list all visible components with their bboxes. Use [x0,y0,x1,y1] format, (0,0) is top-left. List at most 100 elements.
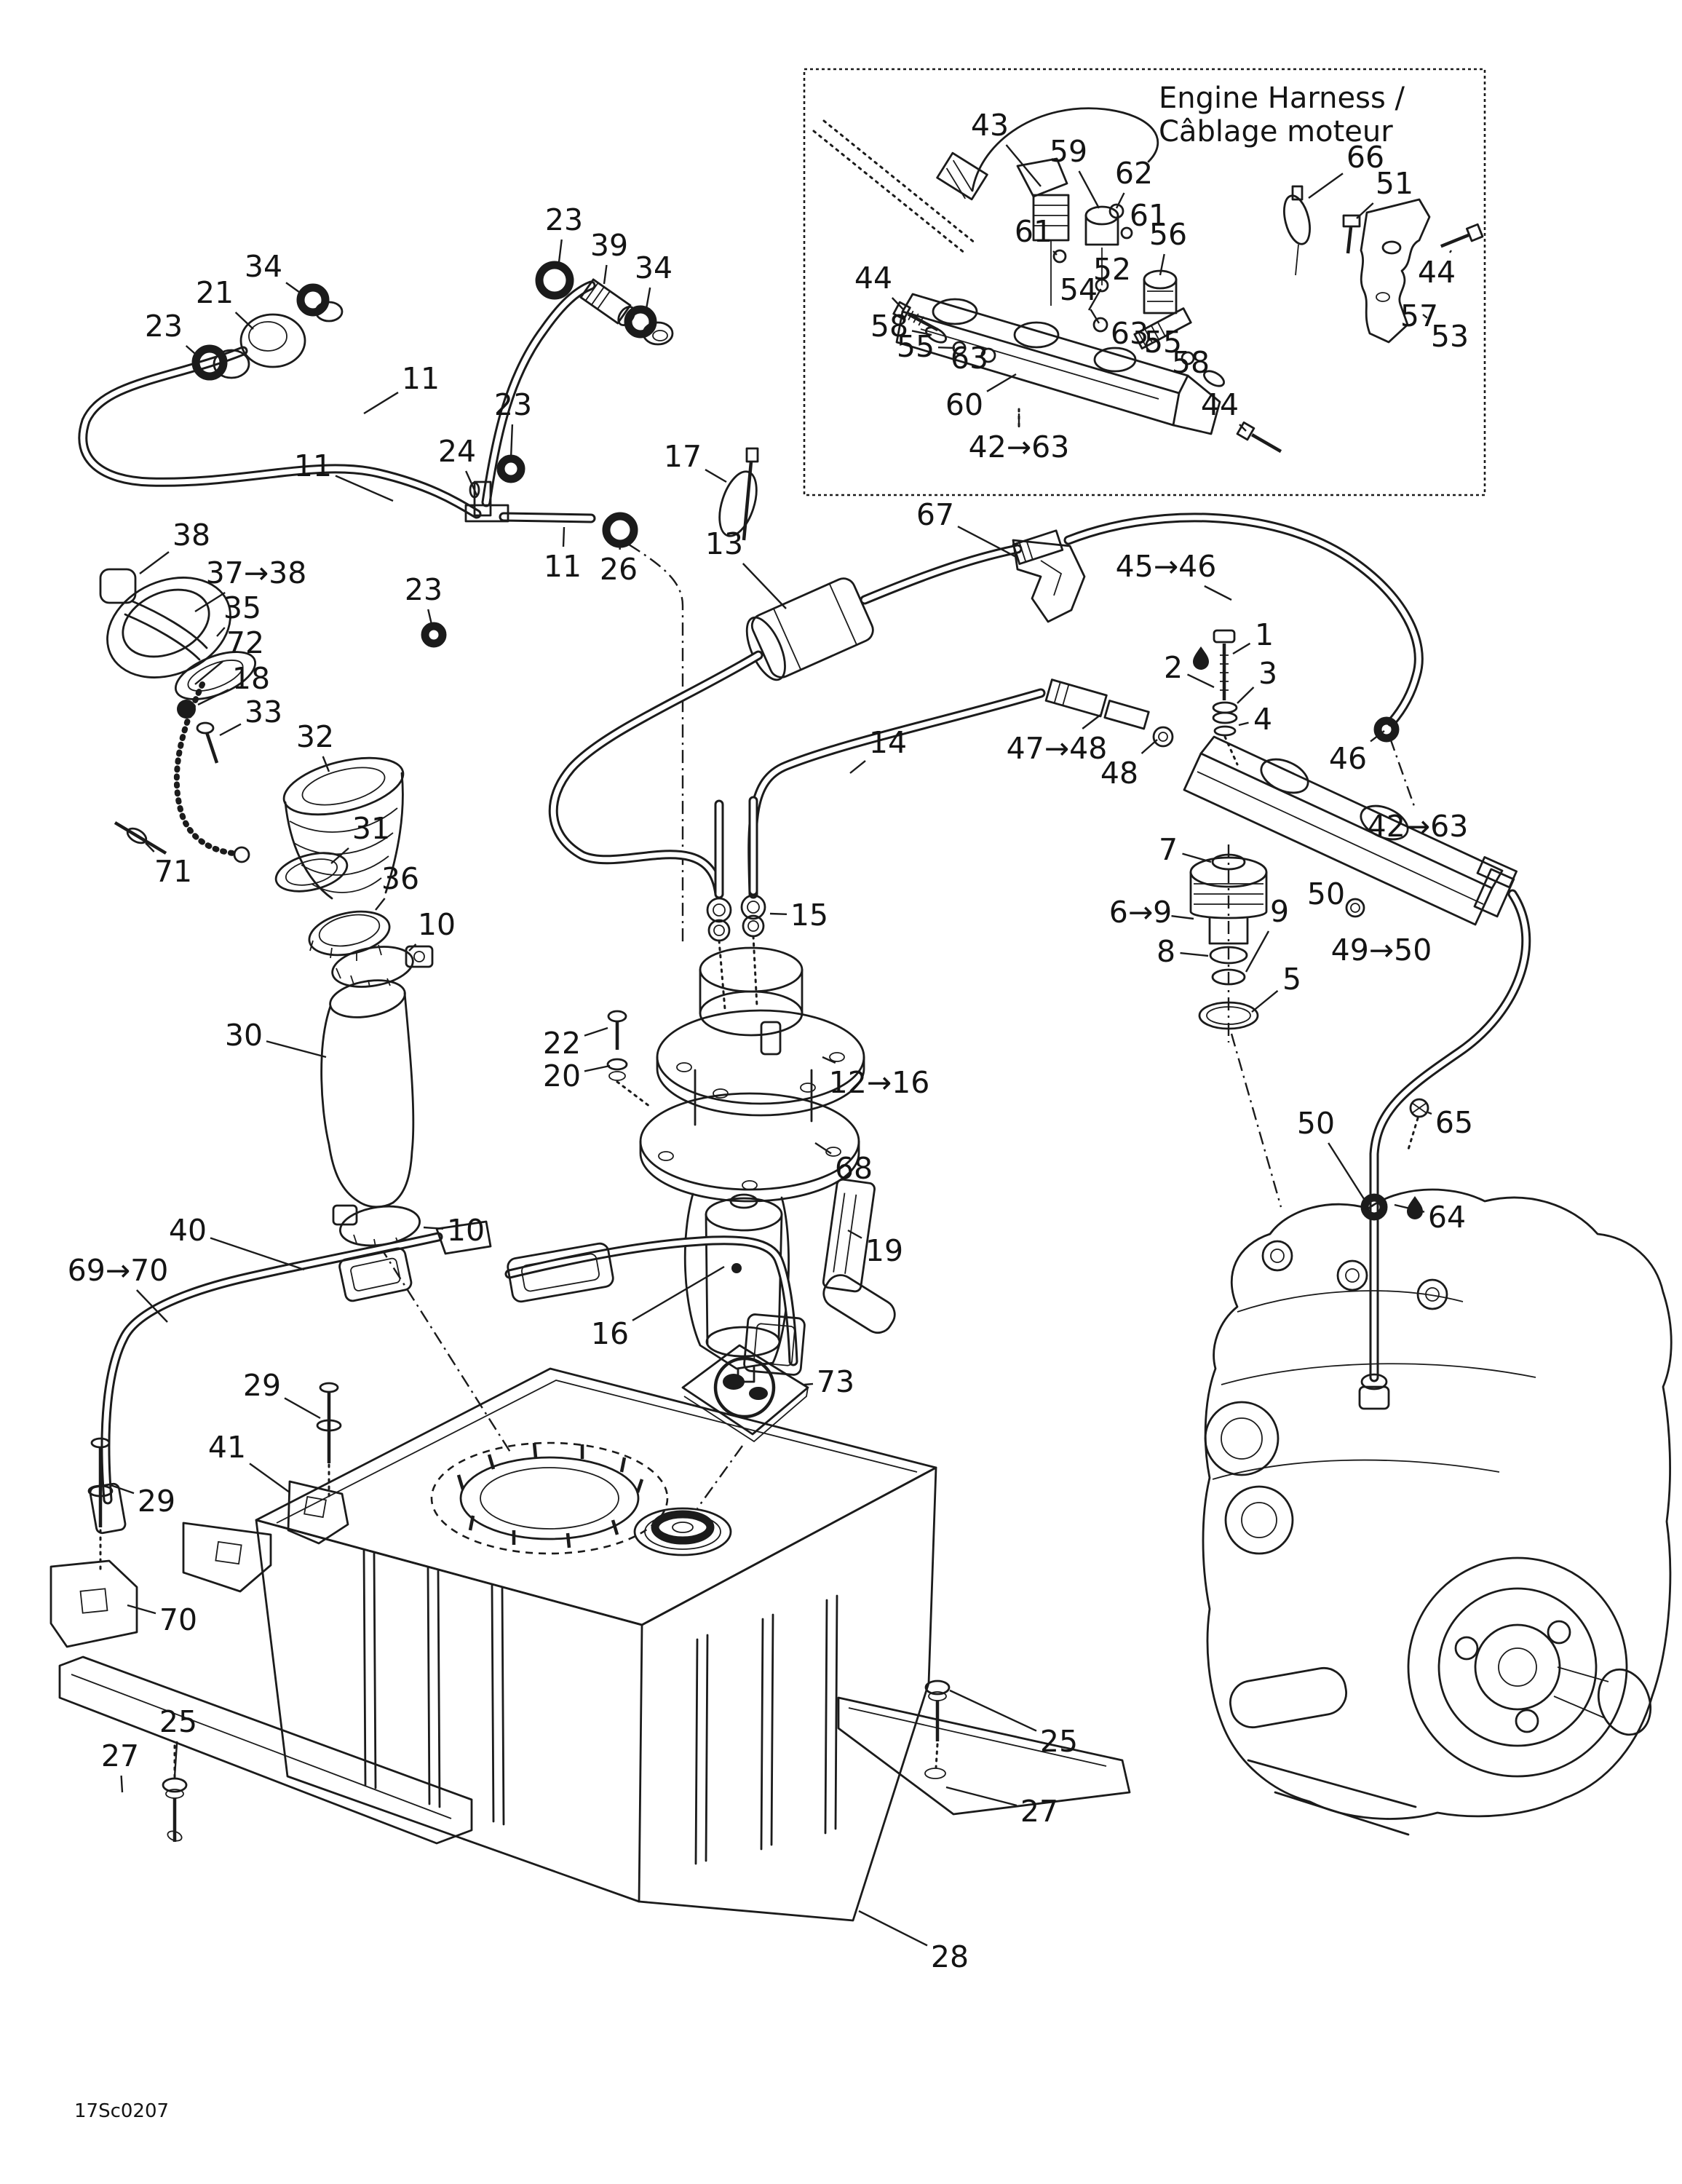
callout-label-15: 15 [790,898,828,933]
callout-label-58: 58 [1172,345,1210,380]
callout-leader [219,723,242,737]
callout-leader [849,760,866,774]
tank-rib [760,1613,774,1851]
grommet-23 [191,344,228,381]
ball-18 [177,700,196,719]
callout-leader [1251,990,1279,1013]
strap-hook [435,1220,492,1255]
pressure-regulator-6-9 [1189,844,1268,1042]
callout-label-27: 27 [101,1738,139,1773]
callout-label-46: 46 [1329,741,1367,776]
callout-leader [363,392,399,415]
callout-label-44: 44 [854,261,892,296]
cable-tie-17 [718,447,759,541]
callout-label-48: 48 [1100,756,1138,791]
callout-leader [139,551,170,574]
callout-leader [986,373,1017,392]
callout-label-4: 4 [1253,702,1272,737]
tee-24 [464,480,509,523]
callout-leader [173,1741,178,1777]
callout-leader [911,330,932,336]
pump-reservoir-16 [683,1192,790,1383]
callout-label-65: 65 [1435,1105,1473,1140]
callout-label-20: 20 [543,1059,581,1093]
callout-label-44: 44 [1201,387,1239,422]
screws-44-inset [892,223,1484,454]
callout-label-55: 55 [897,329,935,364]
callout-leader [1237,687,1255,704]
chain-ring [233,846,250,863]
callout-label-36: 36 [381,861,419,896]
callout-leader [335,475,394,502]
tank-rib [427,1567,441,1808]
callout-label-16: 16 [591,1316,629,1351]
fuel-tank [255,1367,937,1922]
callout-leader [509,424,514,459]
callout-leader [234,312,254,330]
engine-mount [1247,1759,1417,1836]
pin-71 [114,821,167,855]
callout-label-59: 59 [1050,134,1087,169]
clamp-10-upper [331,945,434,988]
callout-leader [822,1056,836,1064]
callout-label-42→63: 42→63 [1368,809,1469,844]
loctite-droplet-icons [1193,646,1423,1219]
callout-leader [1238,721,1249,727]
callout-leader [937,346,956,349]
callout-leader [1427,1111,1432,1115]
pump-flange-top [656,946,865,1117]
hidden-pump-to-tank [697,1445,743,1509]
grommets-15 [706,894,766,1010]
valve-59 [1052,203,1133,293]
clamp-23 [496,454,525,483]
filter-area [553,447,1419,894]
callout-label-54: 54 [1060,272,1098,307]
callout-leader [194,591,226,613]
tank-rib [694,1634,709,1865]
callout-label-2: 2 [1164,650,1183,685]
callout-leader [1052,250,1058,256]
callout-leader [584,1064,611,1072]
callout-label-67: 67 [916,497,954,532]
callout-leader [632,1265,725,1321]
callout-label-32: 32 [296,719,334,754]
callout-label-7: 7 [1159,832,1178,867]
screw-33 [196,721,219,764]
callout-label-22: 22 [543,1026,581,1061]
callout-label-31: 31 [352,811,390,846]
cap-38 [99,568,137,604]
callout-leader [957,526,1018,559]
hidden-regulator-line [1230,1033,1282,1208]
callout-label-49→50: 49→50 [1331,933,1432,968]
injector-56 [1092,269,1192,350]
callout-label-61: 61 [1015,214,1052,249]
callout-label-57: 57 [1400,298,1438,333]
return-line-49-50 [1345,856,1526,1410]
tank-sender-opening [430,1441,669,1555]
callout-leader [1140,739,1158,754]
callout-leader [1078,170,1100,209]
screw-25-left [162,1744,188,1842]
fuel-cap-assembly [99,568,257,863]
callout-label-55: 55 [1144,325,1182,360]
callout-label-58: 58 [870,309,908,344]
callout-label-51: 51 [1376,166,1413,201]
callout-label-41: 41 [208,1430,246,1465]
ring-31-inner [285,858,338,886]
callout-leader [1308,173,1344,199]
callout-leader [645,287,651,309]
engine-harness-inset: Engine Harness / Câblage moteur [803,68,1486,496]
tank-rib [491,1584,505,1826]
callout-label-25: 25 [159,1704,197,1739]
callout-label-71: 71 [154,854,192,889]
callout-leader [266,1040,327,1059]
callout-label-64: 64 [1428,1200,1466,1235]
engine-filler-caps [1261,1240,1448,1310]
callout-leader [185,345,201,359]
grommet-26 [602,512,638,548]
callout-leader [210,1237,305,1271]
fuel-rail-main [1183,629,1526,1410]
callout-label-11: 11 [544,549,582,584]
callout-label-29: 29 [243,1368,281,1403]
